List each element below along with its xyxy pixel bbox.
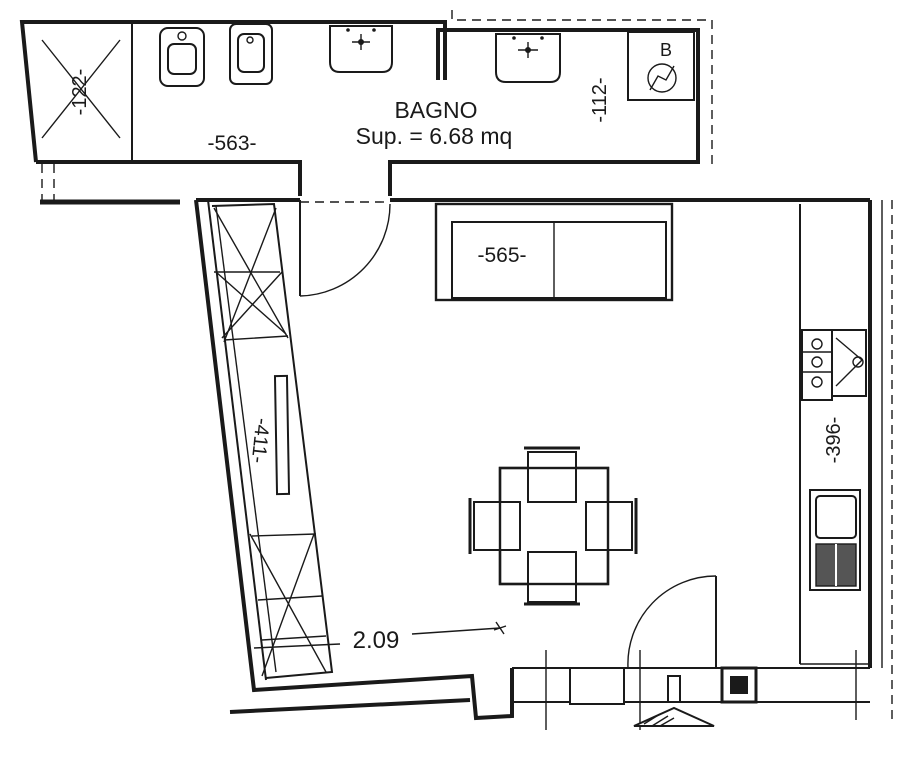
toilet xyxy=(229,23,273,85)
right-wall-dimension: -396- xyxy=(823,417,845,464)
bathroom-outer-wall xyxy=(19,20,700,196)
stove xyxy=(801,329,833,401)
bathroom-outer-dashed xyxy=(451,10,713,165)
chair-right xyxy=(585,498,638,554)
bathroom-length-dimension: -563- xyxy=(207,132,256,155)
hood xyxy=(831,329,867,397)
washbasin-1 xyxy=(329,25,393,73)
left-stub-walls xyxy=(40,164,180,205)
left-storage-cabinet: -411- xyxy=(211,202,334,679)
kitchen-counter: -396- xyxy=(799,204,870,665)
bathroom-door xyxy=(299,200,391,297)
room-area: Sup. = 6.68 mq xyxy=(356,123,513,149)
bathroom: -122- xyxy=(19,10,713,196)
boiler-label: B xyxy=(660,40,672,60)
chair-bottom xyxy=(524,551,580,606)
entrance-marker xyxy=(633,706,715,727)
left-wall-dimension: -411- xyxy=(247,417,274,464)
sofa: -565- xyxy=(434,202,674,302)
shower-dimension: -122- xyxy=(69,69,91,116)
pillar xyxy=(720,666,758,704)
sofa-dimension: -565- xyxy=(477,244,526,267)
room-name: BAGNO xyxy=(394,97,477,123)
kitchen-sink xyxy=(809,489,861,591)
chair-top xyxy=(524,446,580,503)
washbasin-2 xyxy=(495,33,561,83)
entrance-door xyxy=(627,575,717,669)
dining-table xyxy=(468,446,638,606)
shower-tray xyxy=(41,39,121,139)
diagonal-dimension-value: 2.09 xyxy=(353,627,400,654)
diagonal-dimension: 2.09 xyxy=(253,621,507,654)
chair-left xyxy=(468,498,521,554)
bidet xyxy=(159,27,205,87)
boiler: B xyxy=(627,31,695,101)
bathroom-right-dimension: -112- xyxy=(589,77,611,122)
main-room-walls xyxy=(194,198,893,730)
